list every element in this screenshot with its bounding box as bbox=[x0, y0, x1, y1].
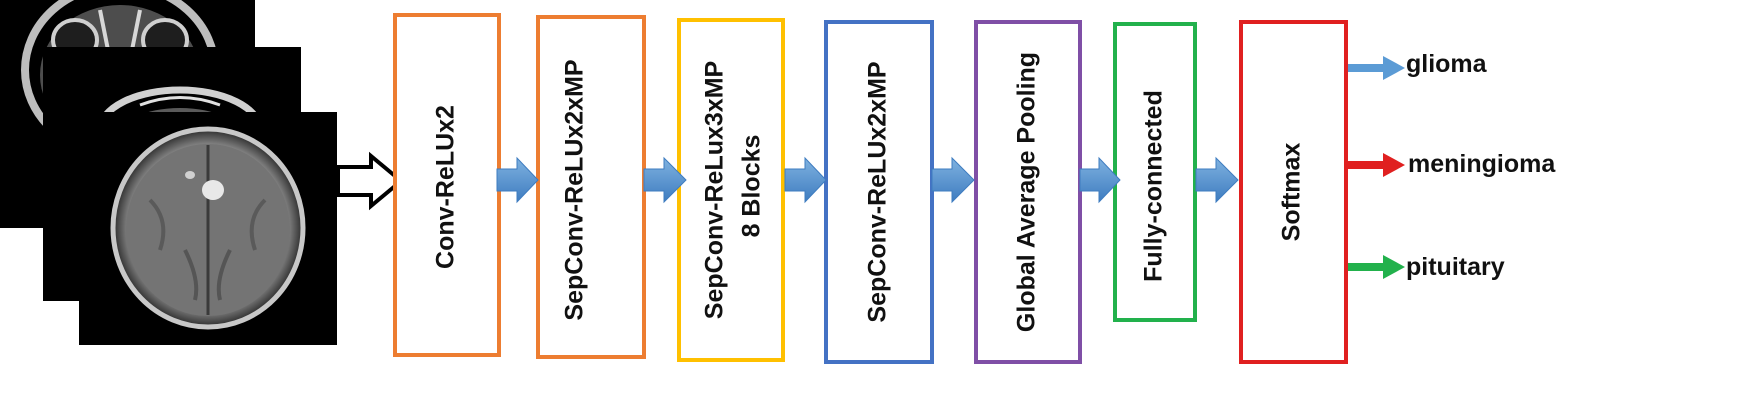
flow-arrow-5 bbox=[1079, 156, 1121, 204]
output-pituitary: pituitary bbox=[1348, 253, 1505, 281]
input-hollow-arrow bbox=[336, 151, 405, 211]
flow-arrows bbox=[496, 156, 1239, 204]
block-label-sepconv-2: SepConv-ReLux3xMP bbox=[701, 61, 729, 319]
block-sepconv-1: SepConv-ReLUx2xMP bbox=[536, 15, 646, 359]
output-meningioma: meningioma bbox=[1348, 150, 1556, 178]
block-conv-relu: Conv-ReLUx2 bbox=[393, 13, 501, 357]
flow-arrow-3 bbox=[784, 156, 827, 204]
block-label-global-average-pooling: Global Average Pooling bbox=[1013, 52, 1041, 332]
output-label-meningioma: meningioma bbox=[1408, 150, 1556, 178]
mri-slice-front bbox=[79, 112, 337, 345]
output-arrow-meningioma bbox=[1348, 153, 1405, 177]
block-global-average-pooling: Global Average Pooling bbox=[974, 20, 1082, 364]
flow-arrow-4 bbox=[931, 156, 975, 204]
block-label-sepconv-3: SepConv-ReLUx2xMP bbox=[864, 61, 892, 322]
output-arrow-pituitary bbox=[1348, 255, 1405, 279]
flow-arrow-2 bbox=[643, 156, 687, 204]
flow-arrow-1 bbox=[496, 156, 539, 204]
flow-arrow-6 bbox=[1195, 156, 1239, 204]
block-sepconv-3: SepConv-ReLUx2xMP bbox=[824, 20, 934, 364]
block-fully-connected: Fully-connected bbox=[1113, 22, 1197, 322]
output-glioma: glioma bbox=[1348, 50, 1488, 80]
block-sublabel-sepconv-2: 8 Blocks bbox=[738, 135, 766, 238]
block-softmax: Softmax bbox=[1239, 20, 1348, 364]
block-sepconv-2: SepConv-ReLux3xMP 8 Blocks bbox=[677, 18, 785, 362]
output-label-pituitary: pituitary bbox=[1406, 253, 1505, 281]
output-label-glioma: glioma bbox=[1406, 50, 1488, 78]
block-label-sepconv-1: SepConv-ReLUx2xMP bbox=[561, 59, 589, 320]
output-arrow-glioma bbox=[1348, 56, 1405, 80]
input-image-stack bbox=[0, 0, 337, 345]
block-label-conv-relu: Conv-ReLUx2 bbox=[432, 105, 460, 269]
block-label-softmax: Softmax bbox=[1278, 143, 1306, 242]
block-label-fully-connected: Fully-connected bbox=[1140, 90, 1168, 282]
